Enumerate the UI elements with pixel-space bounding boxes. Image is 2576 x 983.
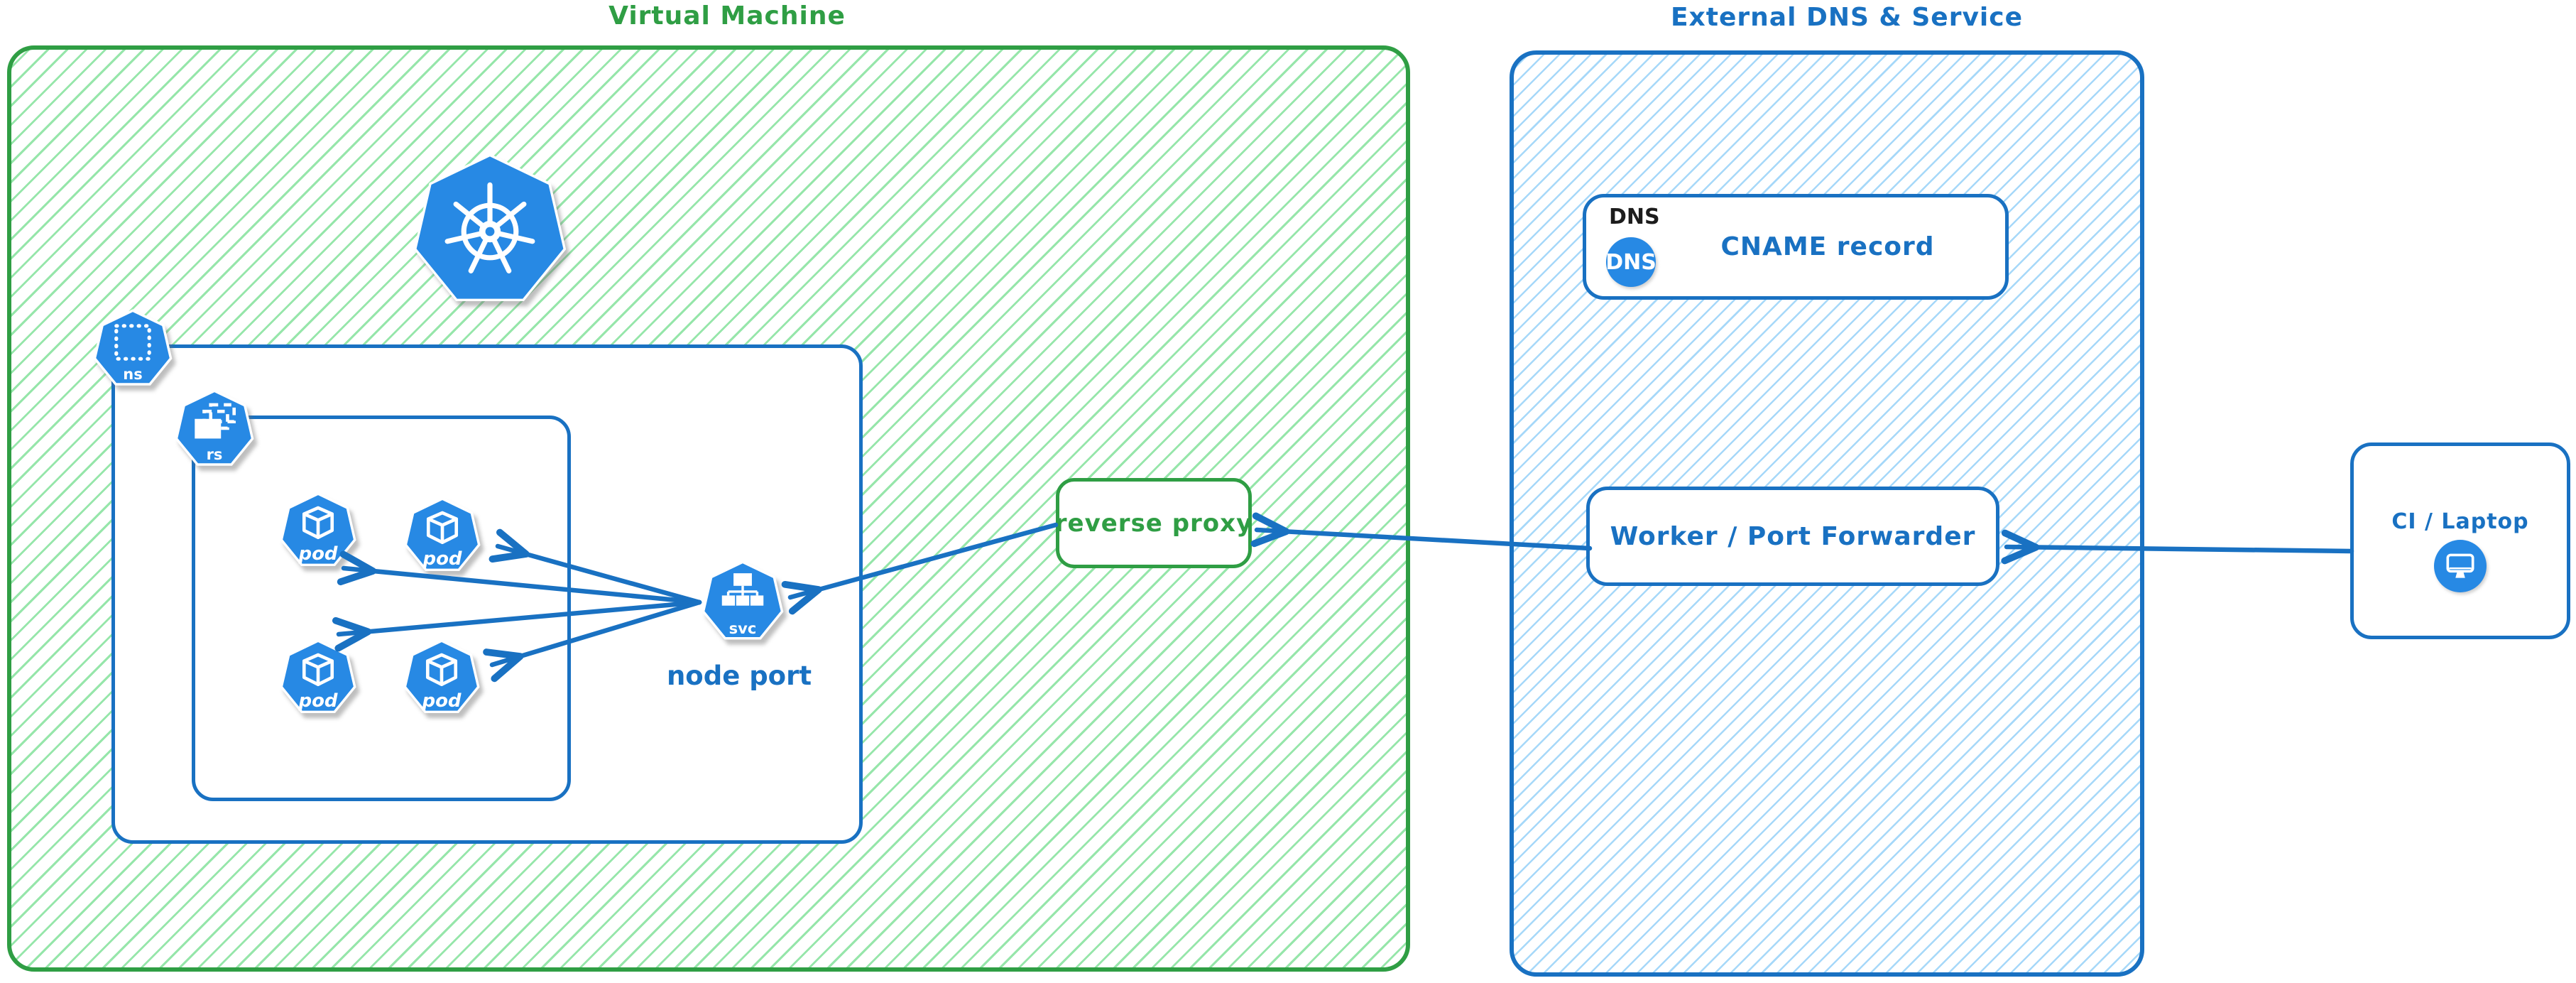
namespace-icon: ns <box>91 308 175 391</box>
virtual-machine-title: Virtual Machine <box>608 1 846 31</box>
arrow-svc-to-pod-2 <box>489 528 702 605</box>
reverse-proxy-label: reverse proxy <box>1054 509 1253 538</box>
cname-record-label: CNAME record <box>1720 232 1935 261</box>
arrow-ci-to-worker <box>2001 529 2354 565</box>
node-port-caption: node port <box>666 661 812 691</box>
service-icon: svc <box>699 559 786 646</box>
dns-icon: DNS <box>1605 237 1657 287</box>
monitor-icon <box>2434 540 2487 592</box>
kubernetes-logo-icon <box>409 151 571 313</box>
replicaset-box <box>192 416 571 801</box>
pod-icon-3: pod <box>278 638 359 719</box>
pod-label: pod <box>298 543 338 565</box>
pod-label: pod <box>422 690 462 712</box>
ci-laptop-card: CI / Laptop <box>2350 442 2570 639</box>
reverse-proxy-card: reverse proxy <box>1054 478 1253 568</box>
pod-icon-4: pod <box>401 638 482 719</box>
dns-circle-label: DNS <box>1605 249 1657 275</box>
pod-icon-2: pod <box>402 496 483 577</box>
replicaset-icon: rs <box>173 388 256 472</box>
service-icon-label: svc <box>728 619 757 637</box>
dns-corner-label: DNS <box>1609 205 1660 229</box>
pod-label: pod <box>422 548 462 570</box>
arrow-svc-to-pod-1 <box>337 550 702 605</box>
worker-port-forwarder-card: Worker / Port Forwarder <box>1586 487 1999 586</box>
replicaset-icon-label: rs <box>206 446 223 464</box>
worker-port-forwarder-label: Worker / Port Forwarder <box>1610 521 1976 551</box>
arrow-svc-to-pod-4 <box>483 599 702 683</box>
cname-record-card: DNS DNS CNAME record <box>1583 194 2009 300</box>
namespace-icon-label: ns <box>123 366 143 384</box>
ci-laptop-label: CI / Laptop <box>2391 509 2529 534</box>
arrow-worker-to-proxy <box>1250 512 1593 551</box>
external-dns-title: External DNS & Service <box>1670 3 2024 32</box>
pod-label: pod <box>298 690 338 712</box>
pod-icon-1: pod <box>278 491 359 572</box>
arrow-proxy-to-svc <box>781 522 1059 615</box>
arrow-svc-to-pod-3 <box>332 599 702 652</box>
